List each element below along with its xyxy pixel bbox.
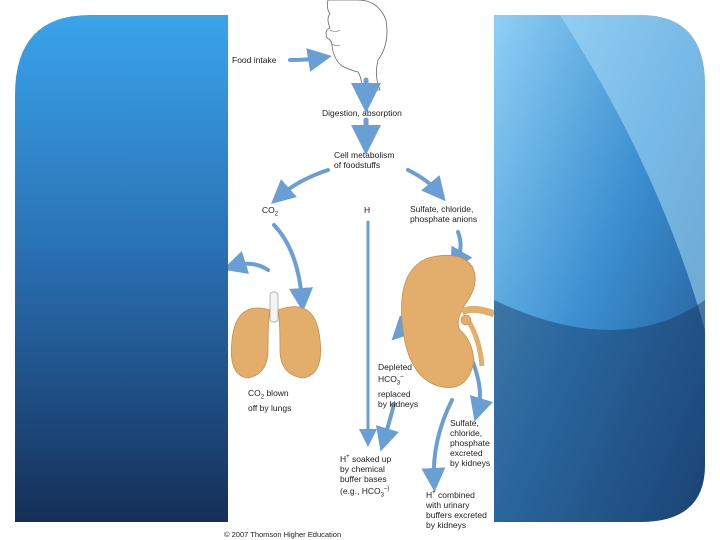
label-co2-blown: CO2 blown off by lungs xyxy=(248,388,291,413)
label-depleted-sup: – xyxy=(400,374,404,380)
label-depleted-text: Depleted HCO xyxy=(378,362,413,384)
label-co2-blown-text: CO xyxy=(248,388,261,398)
label-sulfate-anions: Sulfate, chloride, phosphate anions xyxy=(410,204,478,224)
label-h-soaked-rest: soaked up by chemical buffer bases (e.g.… xyxy=(340,453,392,496)
diagram-figure: Food intake Digestion, absorption Cell m… xyxy=(224,0,494,540)
diagram-graphics xyxy=(228,0,494,492)
lungs-icon xyxy=(230,291,321,379)
right-panel-swoosh xyxy=(560,15,705,330)
arrow-ureter-to-excreted xyxy=(469,358,493,422)
label-h-soaked-sub: 3 xyxy=(380,492,384,499)
label-co2-blown-rest: blown off by lungs xyxy=(248,388,292,413)
arrow-co2-to-lungs xyxy=(272,223,314,312)
head-icon xyxy=(325,0,388,91)
label-depleted-sub: 3 xyxy=(396,380,401,387)
label-h-combined-text: H xyxy=(426,489,433,500)
label-depleted-hco3: Depleted HCO3– replaced by kidneys xyxy=(378,362,419,409)
label-h: H xyxy=(364,205,371,215)
label-h-combined-rest: combined with urinary buffers excreted b… xyxy=(426,489,487,530)
copyright-text: © 2007 Thomson Higher Education xyxy=(224,530,342,539)
label-food-intake: Food intake xyxy=(232,55,277,65)
label-co2-blown-sub: 2 xyxy=(260,394,265,401)
label-digestion: Digestion, absorption xyxy=(322,108,402,118)
label-sulfate-excreted: Sulfate, chloride, phosphate excreted by… xyxy=(450,418,491,468)
kidney-icon xyxy=(401,254,494,388)
arrow-metabolism-to-anions xyxy=(406,168,446,202)
arrow-lungs-out xyxy=(228,250,270,274)
flow-arrow-icon xyxy=(228,48,493,492)
arrow-to-combined xyxy=(421,398,454,492)
label-h-soaked-sup: + xyxy=(346,454,350,460)
label-co2: CO2 xyxy=(262,205,278,220)
label-depleted-rest: replaced by kidneys xyxy=(378,388,419,409)
right-panel-swoosh-2 xyxy=(494,300,705,522)
left-blue-panel xyxy=(15,15,230,522)
arrow-metabolism-to-co2 xyxy=(271,168,330,204)
label-co2-text: CO xyxy=(262,205,275,215)
arrow-depleted-to-buffer xyxy=(375,402,399,452)
arrow-food-to-mouth xyxy=(288,48,332,72)
label-h-soaked-end: –) xyxy=(383,485,390,492)
label-co2-sub: 2 xyxy=(274,211,279,218)
label-h-soaked: H+ soaked up by chemical buffer bases (e… xyxy=(340,452,391,500)
label-h-soaked-text: H xyxy=(340,453,347,464)
label-h-combined-sup: + xyxy=(432,490,436,496)
label-cell-metabolism: Cell metabolism of foodstuffs xyxy=(334,150,395,170)
label-h-combined: H+ combined with urinary buffers excrete… xyxy=(426,488,487,530)
